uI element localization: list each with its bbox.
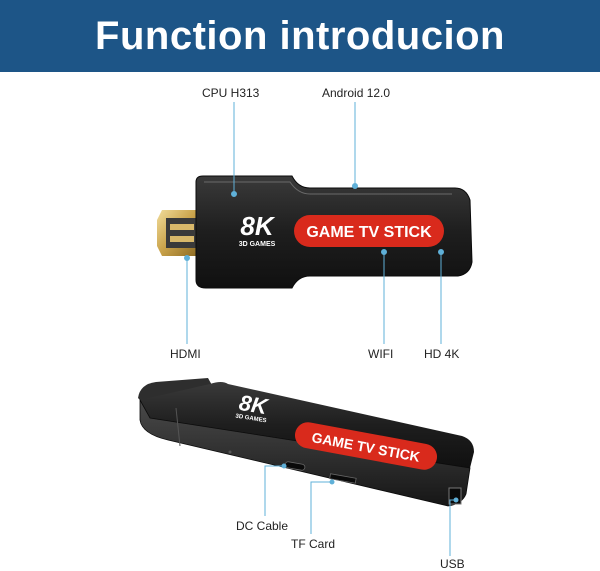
logo-8k-angled: 8K bbox=[237, 390, 271, 419]
label-android: Android 12.0 bbox=[322, 86, 391, 100]
tf-slot bbox=[329, 473, 357, 484]
logo-3d-games-angled: 3D GAMES bbox=[235, 413, 267, 424]
stick-angled-view: 8K 3D GAMES GAME TV STICK bbox=[138, 378, 474, 507]
label-usb: USB bbox=[440, 557, 465, 571]
logo-8k: 8K bbox=[240, 211, 275, 241]
leader-lines-bottom bbox=[264, 463, 459, 556]
page-title: Function introducion bbox=[95, 13, 505, 58]
label-hdmi: HDMI bbox=[170, 347, 201, 361]
label-dc-cable: DC Cable bbox=[236, 519, 289, 533]
hdmi-connector bbox=[157, 210, 198, 256]
game-tv-stick-badge bbox=[294, 215, 444, 247]
stick-front-view: 8K 3D GAMES GAME TV STICK bbox=[157, 175, 473, 289]
game-tv-stick-badge-angled bbox=[294, 422, 438, 470]
leader-lines-top bbox=[184, 102, 444, 344]
badge-text: GAME TV STICK bbox=[306, 224, 432, 241]
logo-3d-games: 3D GAMES bbox=[239, 241, 276, 248]
label-tf-card: TF Card bbox=[291, 537, 336, 551]
title-banner: Function introducion bbox=[0, 0, 600, 72]
label-wifi: WIFI bbox=[368, 347, 394, 361]
label-hd4k: HD 4K bbox=[424, 347, 460, 361]
label-cpu: CPU H313 bbox=[202, 86, 260, 100]
